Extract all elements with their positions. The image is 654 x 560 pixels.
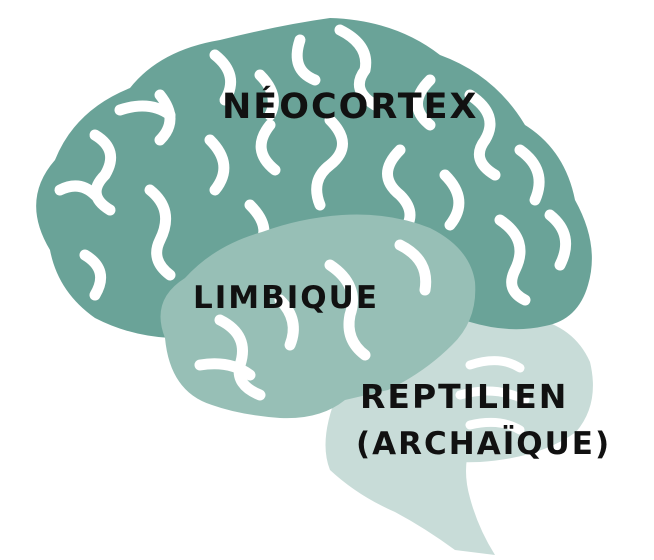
label-reptilian-line1: REPTILIEN	[360, 377, 568, 416]
label-reptilian-line2: (ARCHAÏQUE)	[356, 426, 611, 462]
label-neocortex: NÉOCORTEX	[222, 85, 479, 127]
label-limbic: LIMBIQUE	[193, 280, 379, 316]
